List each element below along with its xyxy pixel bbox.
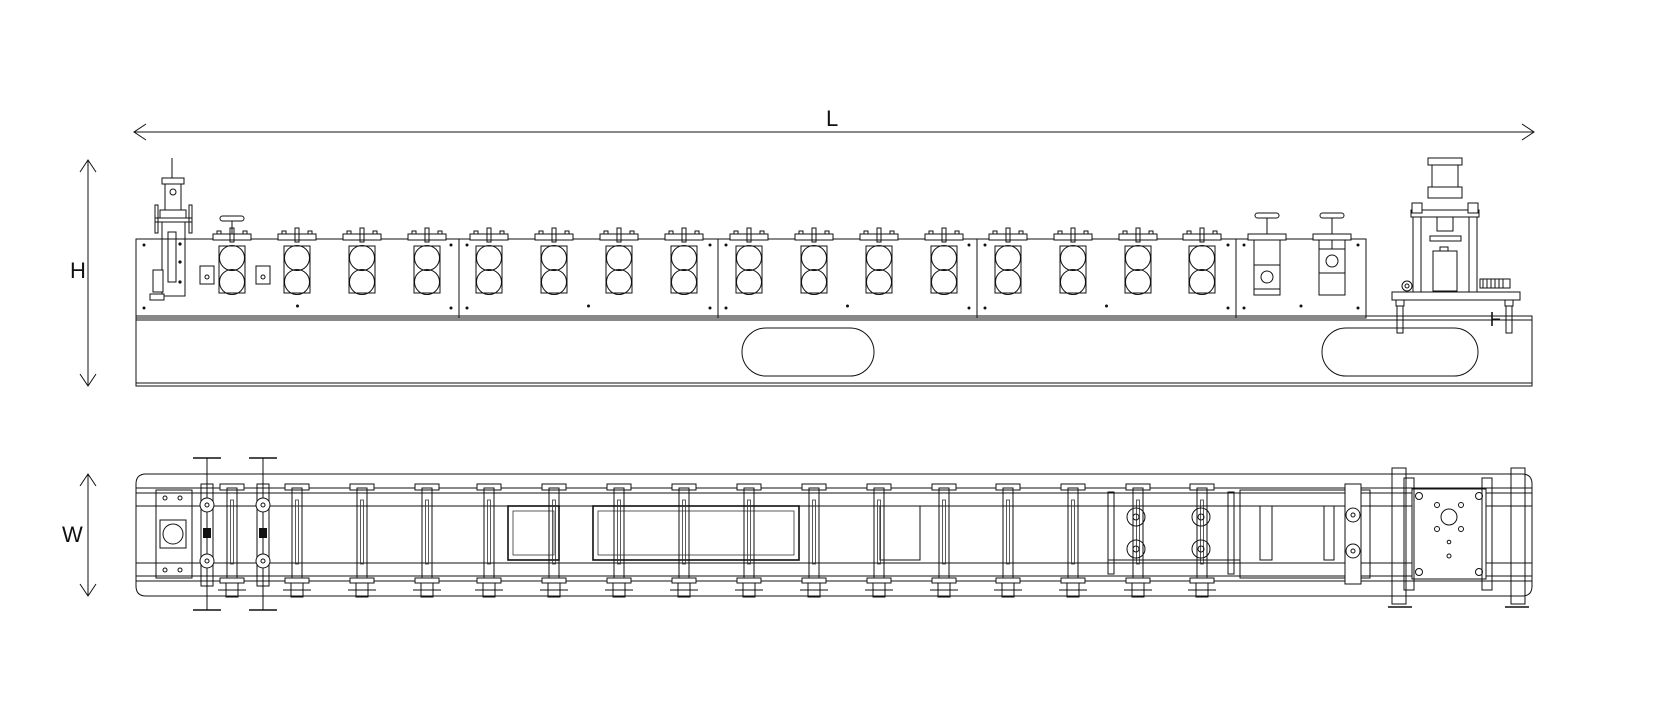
entry-guide-block (255, 265, 271, 285)
roller-shaft (283, 483, 311, 598)
adjust-handwheel (219, 215, 245, 234)
roller-station (212, 227, 252, 295)
entry-guide-block (199, 265, 215, 285)
forming-bed-covers (507, 505, 921, 561)
handwheel-station (1312, 212, 1352, 296)
machine-panel (135, 238, 460, 319)
roller-shaft (670, 483, 698, 598)
roller-station (924, 227, 964, 295)
cutter-plan (1388, 467, 1529, 608)
machine-panel (458, 238, 719, 319)
roller-station (407, 227, 447, 295)
entry-guide-plan (249, 457, 277, 611)
entry-guide-tower (149, 158, 193, 301)
plan-frame-outline (135, 473, 1533, 597)
roller-station (1118, 227, 1158, 295)
roller-shaft (1124, 483, 1152, 598)
side-elevation-view (135, 157, 1533, 387)
frame-slot (741, 327, 875, 377)
roller-station (859, 227, 899, 295)
plan-view (135, 457, 1533, 611)
roller-shaft (800, 483, 828, 598)
roller-shaft (475, 483, 503, 598)
hydraulic-cutter-unit (1391, 157, 1521, 334)
entry-guide-plan (193, 457, 221, 611)
roller-station (1053, 227, 1093, 295)
base-frame (135, 315, 1533, 387)
roller-station (794, 227, 834, 295)
machine-panel (717, 238, 978, 319)
roller-station (342, 227, 382, 295)
roller-station (599, 227, 639, 295)
roller-station (469, 227, 509, 295)
machine-panel (1235, 238, 1367, 319)
roller-shaft (994, 483, 1022, 598)
roller-shaft (605, 483, 633, 598)
roller-shaft (348, 483, 376, 598)
width-dimension-line (79, 473, 97, 597)
motor-mount-plate (155, 489, 193, 579)
roller-shaft (218, 483, 246, 598)
roller-shaft (1188, 483, 1216, 598)
roller-station (534, 227, 574, 295)
roller-station (664, 227, 704, 295)
height-dimension-line (79, 159, 97, 387)
roller-shaft (413, 483, 441, 598)
height-label: H (70, 258, 86, 283)
roller-station (1182, 227, 1222, 295)
roller-station (988, 227, 1028, 295)
roller-shaft (735, 483, 763, 598)
machine-panel (976, 238, 1237, 319)
width-label: W (62, 522, 83, 547)
roller-shaft (540, 483, 568, 598)
length-label: L (826, 106, 839, 131)
roller-shaft (1059, 483, 1087, 598)
handwheel-station (1247, 212, 1287, 296)
straightener-block (1107, 483, 1371, 585)
roller-station (729, 227, 769, 295)
roller-shaft (865, 483, 893, 598)
length-dimension-line (133, 123, 1535, 141)
roller-shaft (930, 483, 958, 598)
roller-station (277, 227, 317, 295)
frame-slot (1321, 327, 1479, 377)
